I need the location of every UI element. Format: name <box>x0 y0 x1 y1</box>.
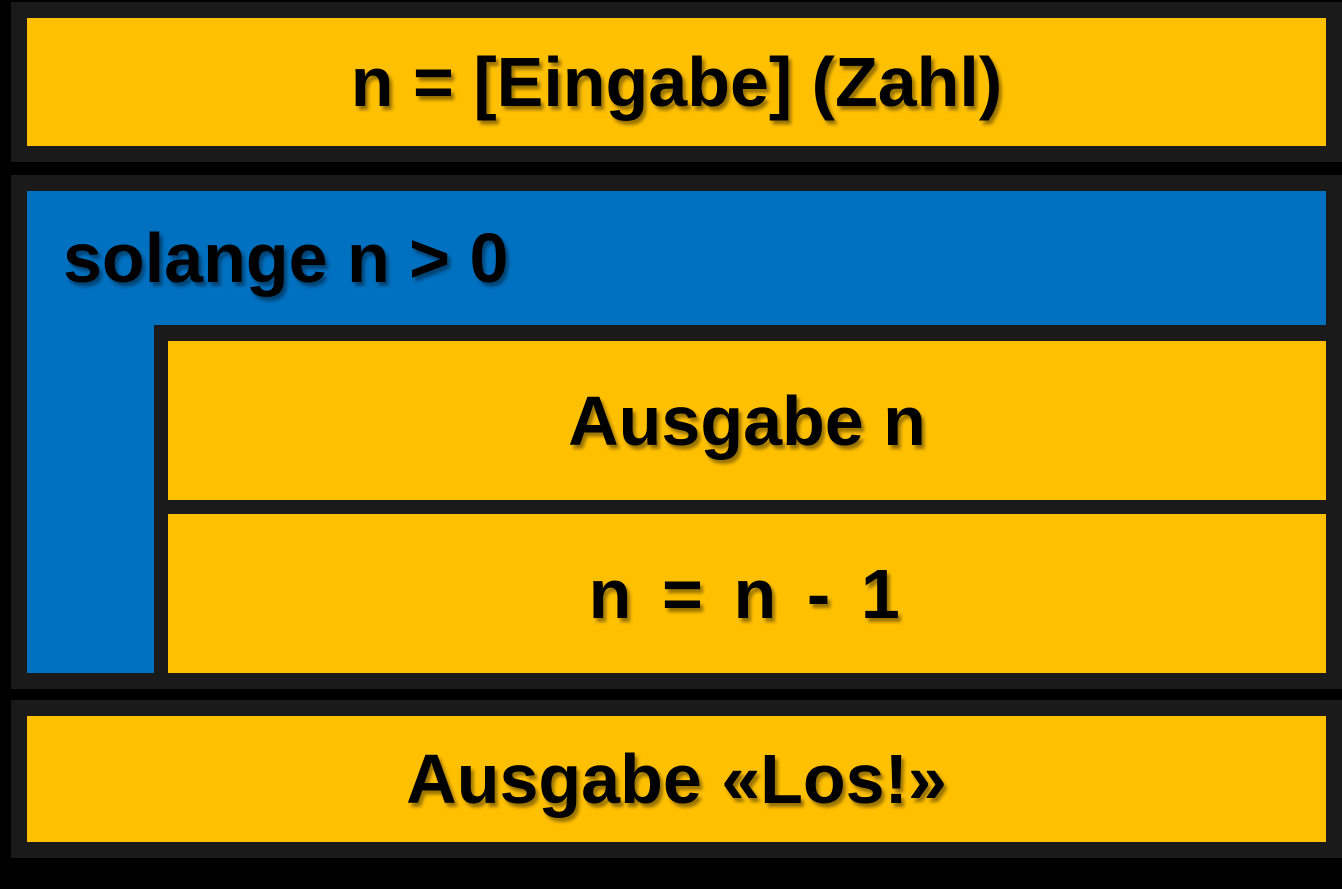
loop-body-statement-label: Ausgabe n <box>568 381 926 460</box>
input-statement-label: n = [Eingabe] (Zahl) <box>350 43 1003 121</box>
loop-condition-bar: solange n > 0 <box>27 191 1326 325</box>
loop-body-row-output-n: Ausgabe n <box>168 341 1326 500</box>
while-loop-block: solange n > 0 Ausgabe n n = n - 1 <box>11 175 1342 689</box>
output-statement-label: Ausgabe «Los!» <box>406 740 947 818</box>
output-statement-block: Ausgabe «Los!» <box>11 700 1342 858</box>
loop-body: Ausgabe n n = n - 1 <box>154 325 1326 673</box>
loop-body-row-decrement: n = n - 1 <box>168 514 1326 673</box>
input-statement-block: n = [Eingabe] (Zahl) <box>11 2 1342 162</box>
loop-body-statement-label: n = n - 1 <box>588 554 906 633</box>
while-loop-inner: solange n > 0 Ausgabe n n = n - 1 <box>27 191 1326 673</box>
loop-condition-label: solange n > 0 <box>63 219 509 297</box>
